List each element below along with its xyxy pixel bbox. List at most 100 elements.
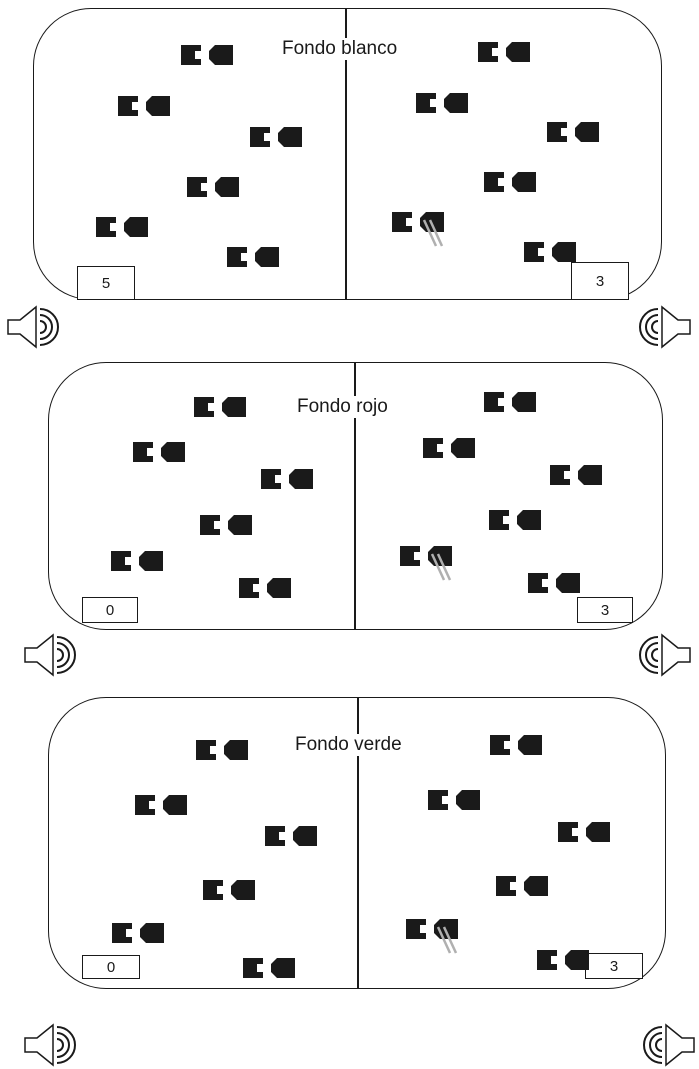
socket-icon bbox=[451, 438, 475, 458]
connector-pair bbox=[489, 510, 541, 530]
connector-pair bbox=[196, 740, 248, 760]
connector-pair bbox=[200, 515, 252, 535]
connector-pair bbox=[265, 826, 317, 846]
speaker-icon bbox=[24, 1023, 76, 1067]
connector-pair bbox=[118, 96, 170, 116]
connector-pair bbox=[133, 442, 185, 462]
plug-icon bbox=[423, 438, 443, 458]
socket-icon bbox=[586, 822, 610, 842]
connector-pair bbox=[243, 958, 295, 978]
socket-icon bbox=[456, 790, 480, 810]
socket-icon bbox=[444, 93, 468, 113]
plug-icon bbox=[550, 465, 570, 485]
connector-pair bbox=[111, 551, 163, 571]
plug-icon bbox=[537, 950, 557, 970]
connector-pair bbox=[135, 795, 187, 815]
plug-icon bbox=[187, 177, 207, 197]
plug-icon bbox=[416, 93, 436, 113]
plug-icon bbox=[243, 958, 263, 978]
socket-icon bbox=[506, 42, 530, 62]
plug-icon bbox=[547, 122, 567, 142]
socket-icon bbox=[289, 469, 313, 489]
connector-pair bbox=[528, 573, 580, 593]
socket-icon bbox=[161, 442, 185, 462]
panel-2-right-counter: 3 bbox=[577, 597, 633, 623]
socket-icon bbox=[215, 177, 239, 197]
panel-3-divider bbox=[357, 697, 359, 989]
spark-icon bbox=[422, 219, 444, 247]
plug-icon bbox=[392, 212, 412, 232]
panel-3-left-counter: 0 bbox=[82, 955, 140, 979]
plug-icon bbox=[400, 546, 420, 566]
plug-icon bbox=[406, 919, 426, 939]
panel-3-title: Fondo verde bbox=[291, 734, 406, 756]
socket-icon bbox=[512, 172, 536, 192]
socket-icon bbox=[139, 551, 163, 571]
connector-pair bbox=[392, 212, 444, 247]
plug-icon bbox=[227, 247, 247, 267]
connector-pair bbox=[428, 790, 480, 810]
socket-icon bbox=[267, 578, 291, 598]
plug-icon bbox=[200, 515, 220, 535]
connector-pair bbox=[203, 880, 255, 900]
connector-pair bbox=[187, 177, 239, 197]
connector-pair bbox=[484, 172, 536, 192]
socket-icon bbox=[518, 735, 542, 755]
plug-icon bbox=[135, 795, 155, 815]
socket-icon bbox=[163, 795, 187, 815]
plug-icon bbox=[239, 578, 259, 598]
plug-icon bbox=[133, 442, 153, 462]
panel-1-divider bbox=[345, 8, 347, 300]
connector-pair bbox=[112, 923, 164, 943]
plug-icon bbox=[265, 826, 285, 846]
connector-pair bbox=[406, 919, 458, 954]
connector-pair bbox=[547, 122, 599, 142]
spark-icon bbox=[436, 926, 458, 954]
socket-icon bbox=[271, 958, 295, 978]
socket-icon bbox=[524, 876, 548, 896]
socket-icon bbox=[556, 573, 580, 593]
panel-2-divider bbox=[354, 362, 356, 630]
socket-icon bbox=[293, 826, 317, 846]
socket-icon bbox=[124, 217, 148, 237]
plug-icon bbox=[111, 551, 131, 571]
plug-icon bbox=[478, 42, 498, 62]
socket-icon bbox=[140, 923, 164, 943]
plug-icon bbox=[428, 790, 448, 810]
connector-pair bbox=[194, 397, 246, 417]
socket-icon bbox=[224, 740, 248, 760]
socket-icon bbox=[565, 950, 589, 970]
socket-icon bbox=[228, 515, 252, 535]
speaker-icon bbox=[24, 633, 76, 677]
socket-icon bbox=[517, 510, 541, 530]
speaker-icon bbox=[643, 1023, 695, 1067]
connector-pair bbox=[550, 465, 602, 485]
socket-icon bbox=[552, 242, 576, 262]
plug-icon bbox=[181, 45, 201, 65]
socket-icon bbox=[512, 392, 536, 412]
socket-icon bbox=[278, 127, 302, 147]
plug-icon bbox=[96, 217, 116, 237]
connector-pair bbox=[537, 950, 589, 970]
connector-pair bbox=[496, 876, 548, 896]
plug-icon bbox=[261, 469, 281, 489]
panel-2-left-counter: 0 bbox=[82, 597, 138, 623]
speaker-icon bbox=[639, 633, 691, 677]
speaker-icon bbox=[7, 305, 59, 349]
connector-pair bbox=[261, 469, 313, 489]
plug-icon bbox=[490, 735, 510, 755]
speaker-icon bbox=[639, 305, 691, 349]
plug-icon bbox=[484, 392, 504, 412]
plug-icon bbox=[196, 740, 216, 760]
connector-pair bbox=[558, 822, 610, 842]
plug-icon bbox=[489, 510, 509, 530]
plug-icon bbox=[524, 242, 544, 262]
connector-pair bbox=[239, 578, 291, 598]
plug-icon bbox=[250, 127, 270, 147]
connector-pair bbox=[181, 45, 233, 65]
socket-icon bbox=[578, 465, 602, 485]
connector-pair bbox=[250, 127, 302, 147]
plug-icon bbox=[203, 880, 223, 900]
connector-pair bbox=[227, 247, 279, 267]
